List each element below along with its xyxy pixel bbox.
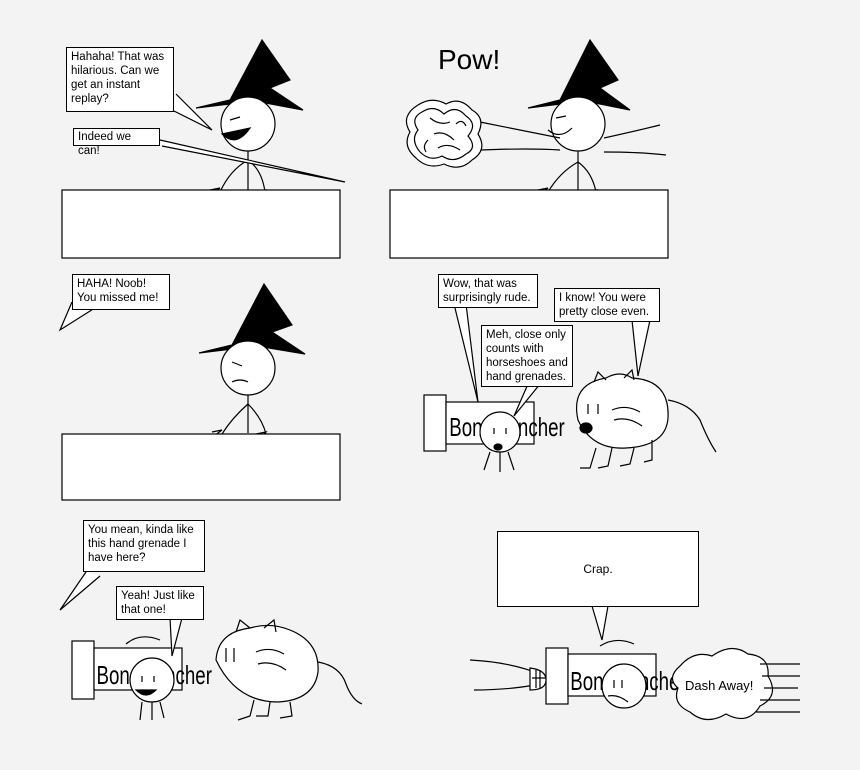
sfx-pow: Pow! [438,44,501,75]
speech-bubble-yeah: Yeah! Just like that one! [116,586,204,620]
speech-bubble-crap: Crap. [497,531,699,607]
dash-away-text: Dash Away! [685,678,754,693]
panel-1 [61,38,346,259]
witch-head [220,340,276,396]
witch-head [220,96,276,152]
speech-bubble-laugh: Hahaha! That was hilarious. Can we get a… [66,47,174,112]
round-creature [576,373,669,449]
smirk-mouth [547,127,573,136]
speech-bubble-rude: Wow, that was surprisingly rude. [438,274,538,308]
round-creature [215,624,319,703]
panel-4: Bonelauncher [423,303,717,472]
speech-bubble-noob: HAHA! Noob! You missed me! [72,274,170,310]
small-figure-head [129,657,175,703]
witch-hat [527,38,631,111]
table [61,189,341,259]
speech-bubble-grenade: You mean, kinda like this hand grenade I… [83,520,205,572]
speech-bubble-horseshoes: Meh, close only counts with horseshoes a… [481,325,573,387]
table [61,433,341,501]
panel-5: Bonelauncher [59,571,363,721]
panel-2 [389,38,669,259]
dash-cloud [671,647,774,721]
witch-hat [195,38,304,111]
laughing-mouth [220,127,252,141]
speed-lines [756,663,800,713]
speech-bubble-indeed: Indeed we can! [73,128,160,157]
speech-bubble-close: I know! You were pretty close even. [554,288,660,322]
witch-head [550,96,606,152]
annoyed-face [231,361,249,383]
witch-hat [198,282,306,355]
panel-6: Bonelauncher [469,605,800,721]
table [389,189,669,259]
witch-eye [229,116,241,121]
panel-3 [58,282,341,501]
small-figure-head [601,663,647,709]
